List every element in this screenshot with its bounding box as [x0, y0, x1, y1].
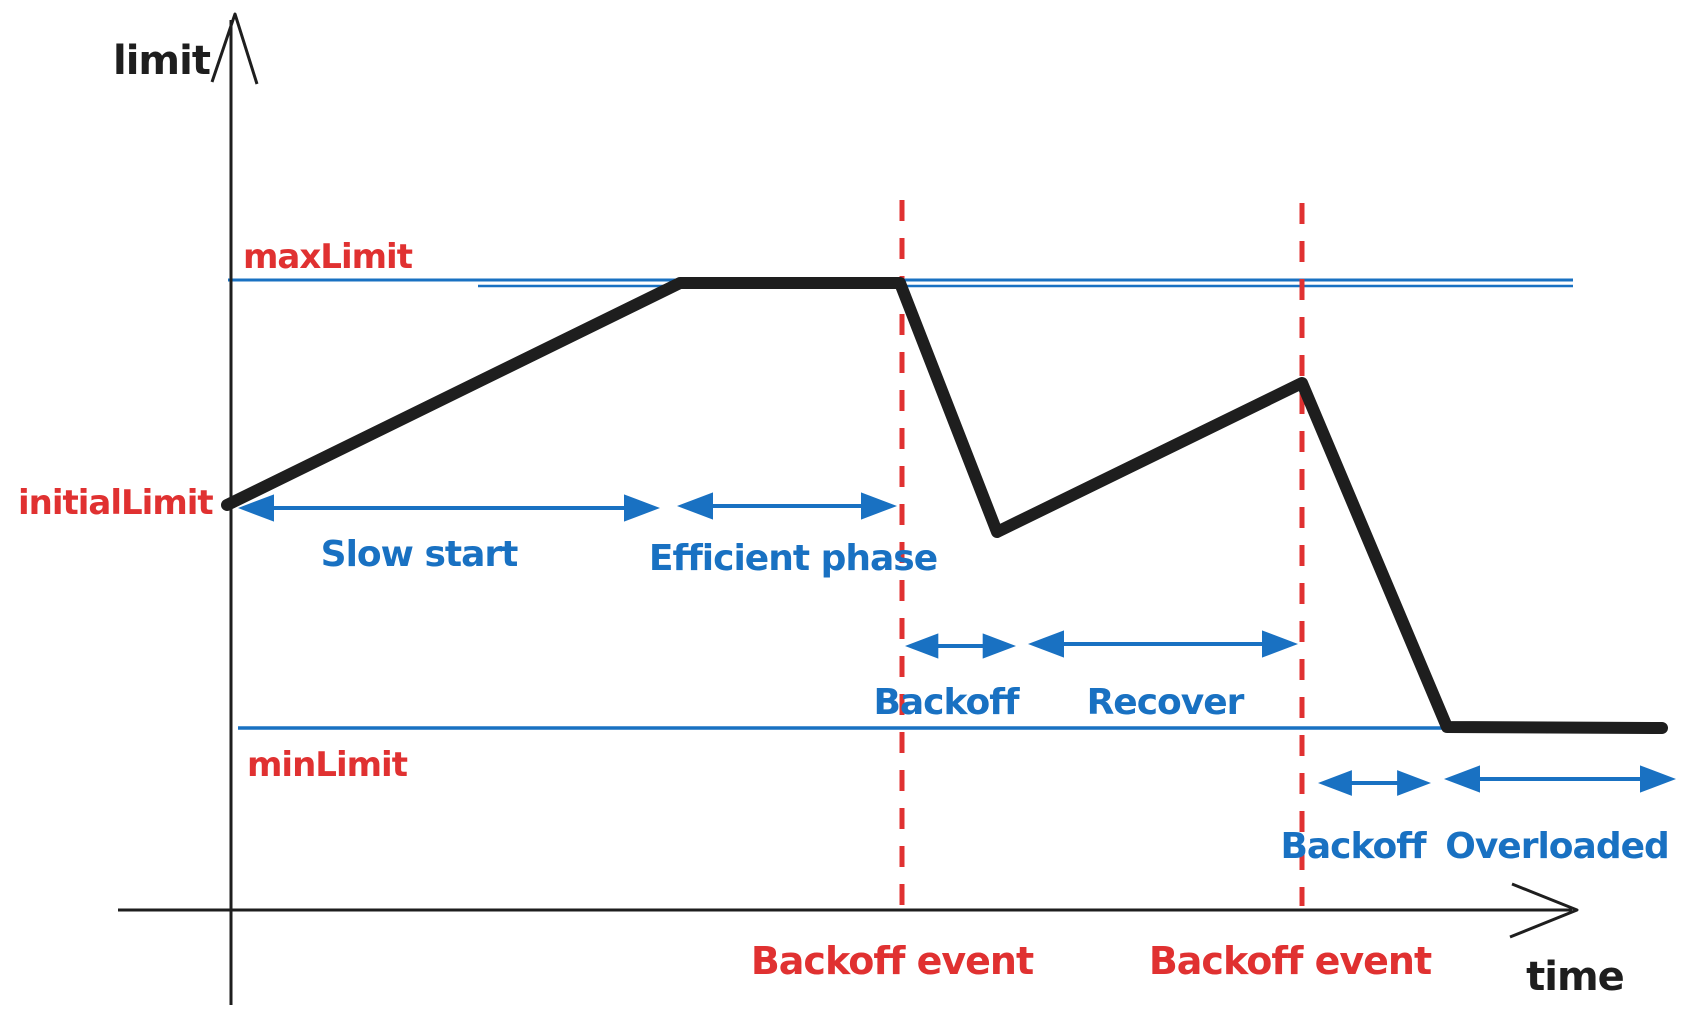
backoff-phase-label-1: Backoff: [873, 682, 1019, 723]
initial-limit-label: initialLimit: [18, 483, 213, 523]
overloaded-phase-label: Overloaded: [1445, 826, 1669, 867]
slow-start-label: Slow start: [321, 534, 518, 575]
max-limit-label: maxLimit: [243, 237, 413, 277]
min-limit-label: minLimit: [247, 745, 408, 785]
x-axis-label: time: [1526, 954, 1624, 1000]
backoff-event-label-1: Backoff event: [751, 939, 1034, 983]
y-axis-arrowhead: [210, 12, 259, 85]
phase-arrow-0: [238, 494, 660, 522]
phase-arrow-5: [1444, 765, 1676, 793]
x-axis-arrowhead: [1509, 882, 1579, 939]
efficient-phase-label: Efficient phase: [649, 538, 937, 579]
phase-arrow-1: [677, 492, 897, 520]
backoff-phase-label-2: Backoff: [1280, 826, 1426, 867]
recover-phase-label: Recover: [1087, 682, 1245, 723]
backoff-event-label-2: Backoff event: [1149, 939, 1432, 983]
phase-arrow-2: [905, 633, 1016, 659]
phase-arrow-3: [1028, 630, 1298, 658]
phase-arrows: [238, 492, 1676, 796]
phase-arrow-4: [1318, 770, 1431, 796]
limit-curve: [221, 277, 1668, 734]
y-axis-label: limit: [113, 38, 211, 84]
